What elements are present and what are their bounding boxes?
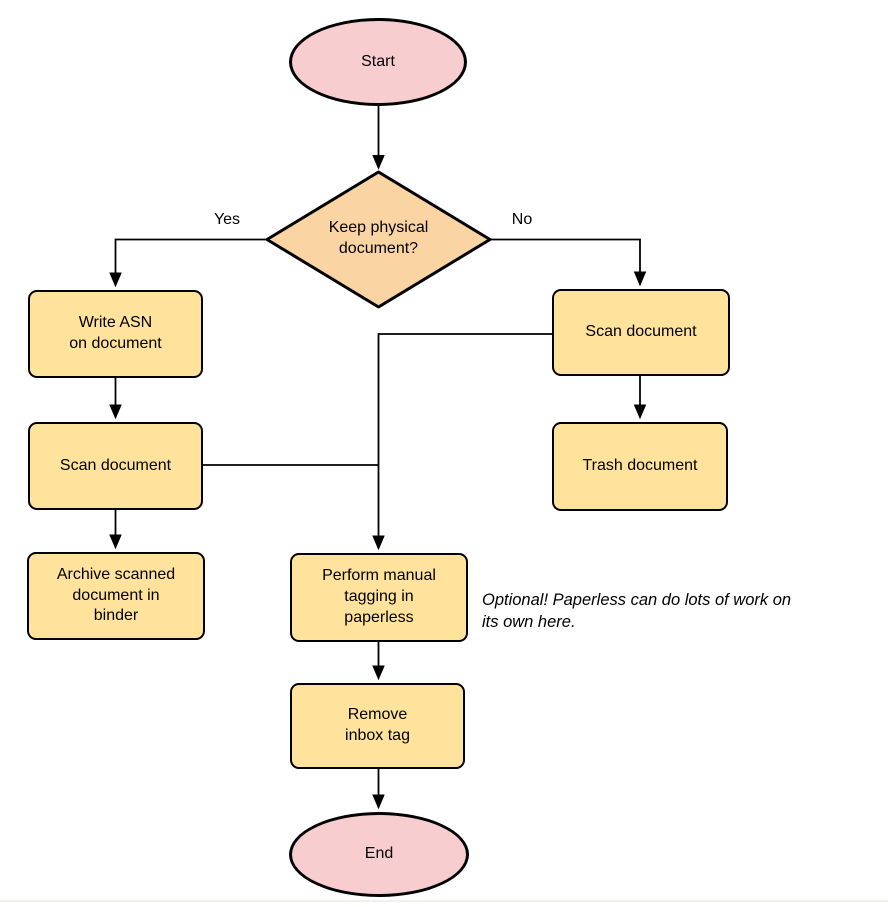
optional-annotation: Optional! Paperless can do lots of work … (482, 591, 792, 631)
edge-decision-no-to-scan-right (490, 238, 640, 285)
node-end: End (289, 812, 469, 897)
edge-scan-right-to-tagging (379, 333, 552, 549)
node-scan-document-right: Scan document (552, 289, 730, 376)
page-bottom-rule (0, 900, 888, 902)
node-trash-document: Trash document (552, 422, 728, 511)
node-scan-document-right-label: Scan document (585, 323, 697, 341)
edge-label-yes: Yes (213, 211, 241, 228)
node-end-label: End (364, 845, 394, 863)
node-write-asn: Write ASN on document (28, 290, 203, 378)
node-write-asn-label: Write ASN on document (69, 314, 162, 352)
node-trash-document-label: Trash document (582, 457, 698, 475)
node-start: Start (289, 18, 467, 106)
node-archive-in-binder: Archive scanned document in binder (27, 552, 205, 640)
node-scan-document-left-label: Scan document (59, 456, 172, 474)
node-archive-in-binder-label: Archive scanned document in binder (56, 565, 176, 625)
edge-label-no: No (511, 211, 533, 228)
node-decision-label: Keep physical document? (328, 219, 429, 258)
edge-decision-yes-to-write-asn (116, 238, 267, 286)
node-manual-tagging-label: Perform manual tagging in paperless (322, 567, 436, 626)
decision-diamond-shape (265, 170, 492, 309)
node-scan-document-left: Scan document (28, 422, 203, 510)
node-manual-tagging: Perform manual tagging in paperless (290, 553, 468, 642)
node-start-label: Start (361, 52, 395, 70)
node-remove-inbox-tag: Remove inbox tag (290, 683, 465, 769)
node-remove-inbox-tag-label: Remove inbox tag (345, 706, 410, 744)
